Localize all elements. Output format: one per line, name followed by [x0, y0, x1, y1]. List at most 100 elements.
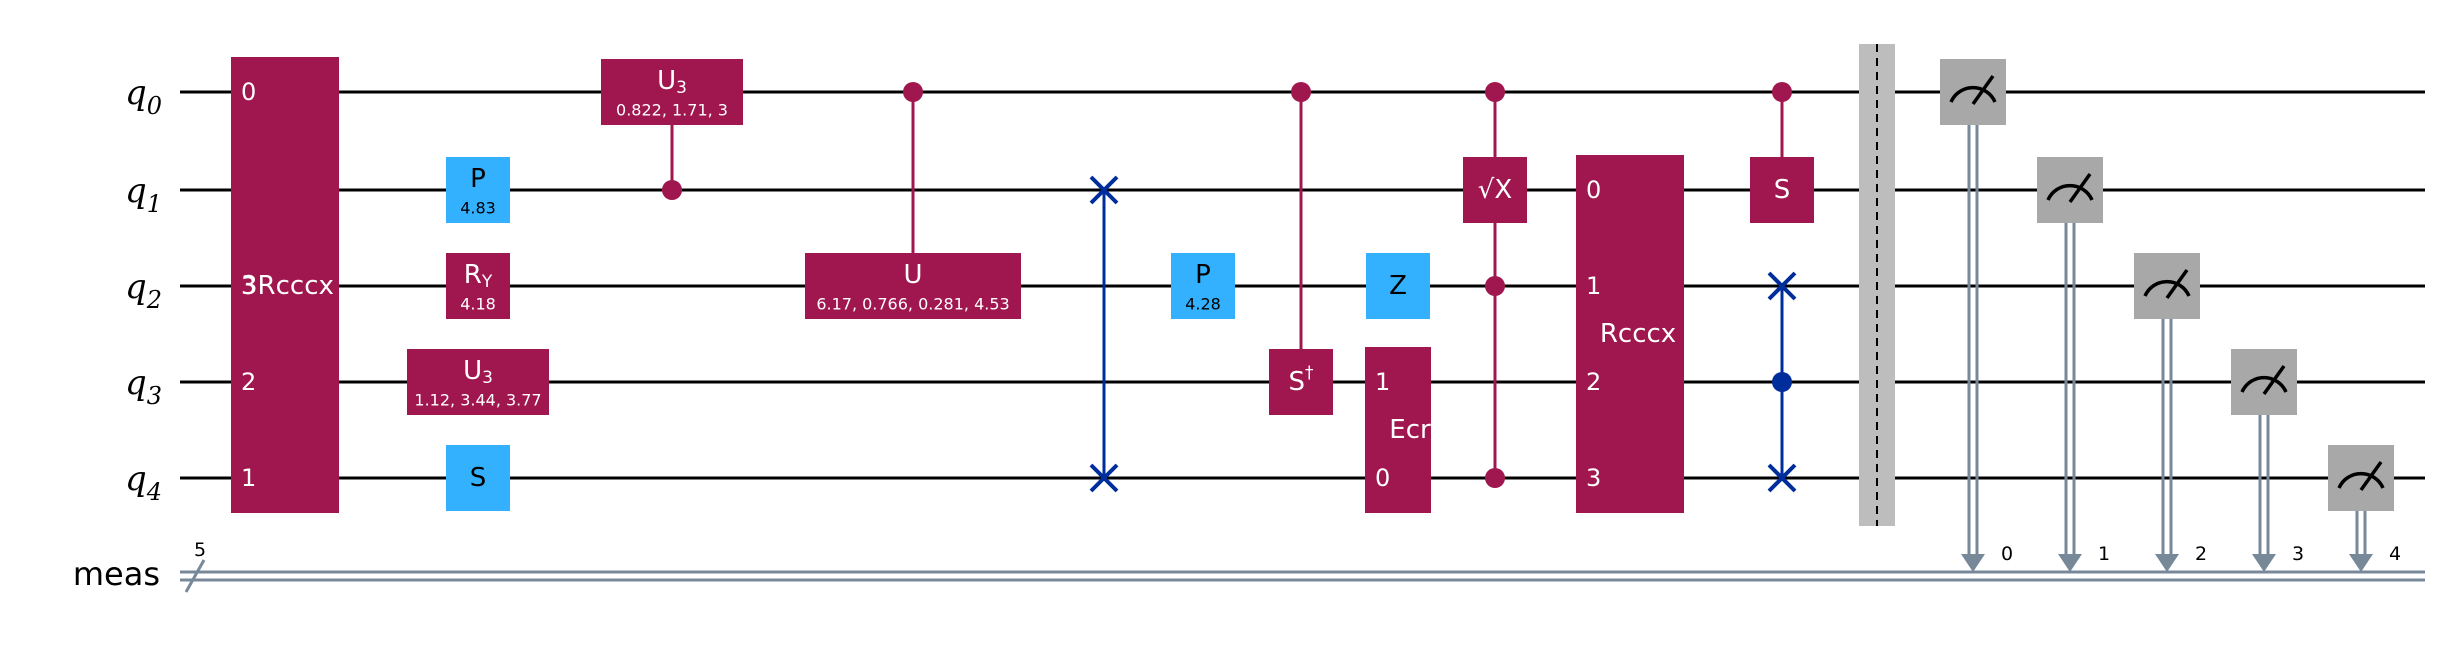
gate-z-q2 — [1366, 253, 1430, 319]
gate-name: P — [470, 164, 486, 194]
gate-rcccx-1-port-3: 1 — [241, 464, 256, 492]
measure-q1-meter-needle-icon — [2068, 172, 2092, 204]
measure-q3-bit-label: 3 — [2292, 543, 2304, 565]
gate-ry-q2-label: RY — [464, 260, 493, 292]
gate-name: P — [1195, 260, 1211, 290]
gate-rcccx-1-port-2: 2 — [241, 368, 256, 396]
gate-rcccx-2-port-1: 1 — [1586, 272, 1601, 300]
gate-s-q4 — [446, 445, 510, 511]
gate-name: U — [903, 260, 922, 290]
gate-u3-q3-params: 1.12, 3.44, 3.77 — [414, 391, 541, 410]
gate-rcccx-2-port-3: 3 — [1586, 464, 1601, 492]
qubit-index: 1 — [147, 190, 162, 218]
gate-rcccx-2 — [1576, 155, 1684, 513]
measure-q1-box — [2037, 157, 2103, 223]
gate-cu3-q0-control-dot — [662, 180, 682, 200]
gate-name: S — [1774, 175, 1791, 205]
gate-cu3-q0 — [601, 59, 743, 125]
measure-q4-meter-needle-icon — [2359, 460, 2383, 492]
gate-name: S — [1288, 367, 1305, 397]
connectors-layer — [662, 82, 2373, 572]
gate-csdg-q3-control-dot — [1291, 82, 1311, 102]
gate-cs-q1 — [1750, 157, 1814, 223]
gate-s-q4-label: S — [470, 463, 487, 493]
swap-cswap-cross-0 — [1767, 271, 1797, 301]
gate-cu-q2-params: 6.17, 0.766, 0.281, 4.53 — [816, 295, 1009, 314]
measure-q2-box — [2134, 253, 2200, 319]
qubit-index: 3 — [147, 382, 162, 410]
gate-rcccx-1-port-0: 0 — [241, 78, 256, 106]
gate-u3-q3 — [407, 349, 549, 415]
qubit-label-2: q2 — [125, 267, 162, 314]
qubit-index: 2 — [146, 286, 162, 314]
gate-rcccx-1-label: 3Rcccx — [241, 271, 334, 301]
gate-sx-q1-control-dot-0 — [1485, 82, 1505, 102]
qubit-label-4: q4 — [125, 459, 162, 506]
measure-q2-arrow — [2155, 554, 2179, 572]
measure-q2-meter-arc-icon — [2143, 279, 2191, 297]
gate-name: U — [463, 356, 482, 386]
qubit-index: 0 — [147, 92, 162, 120]
gate-cs-q1-control-dot — [1772, 82, 1792, 102]
gate-name: U — [657, 66, 676, 96]
gate-name: Z — [1389, 271, 1407, 301]
qubit-name: q — [125, 459, 147, 499]
gate-cu3-q0-label: U3 — [657, 66, 687, 98]
measure-q0-bit-label: 0 — [2001, 543, 2013, 565]
gate-cu-q2 — [805, 253, 1021, 319]
gate-ecr-label: Ecr — [1389, 415, 1431, 445]
gate-name: S — [470, 463, 487, 493]
measure-q1-bit-label: 1 — [2098, 543, 2110, 565]
measure-q1-meter-arc-icon — [2046, 183, 2094, 201]
measure-q0-arrow — [1961, 554, 1985, 572]
gate-subscript: 3 — [676, 78, 687, 98]
gate-p-q1 — [446, 157, 510, 223]
gate-rcccx-2-port-2: 2 — [1586, 368, 1601, 396]
gate-name: √X — [1478, 175, 1512, 205]
gate-p-q1-label: P — [470, 164, 486, 194]
classical-register-label: meas — [73, 555, 160, 593]
swap-cswap-control-dot — [1772, 372, 1792, 392]
gate-subscript: Y — [481, 272, 493, 292]
measure-q4-box — [2328, 445, 2394, 511]
gate-rcccx-2-label: Rcccx — [1600, 319, 1676, 349]
gate-rcccx-1 — [231, 57, 339, 513]
measure-q4-bit-label: 4 — [2389, 543, 2401, 565]
gate-ry-q2 — [446, 253, 510, 319]
qubit-name: q — [125, 171, 147, 211]
gate-superscript: † — [1305, 363, 1314, 383]
measure-q4-meter-arc-icon — [2337, 471, 2385, 489]
gate-p-q1-params: 4.83 — [460, 199, 496, 218]
qubit-label-0: q0 — [125, 73, 162, 120]
gate-sx-q1 — [1463, 157, 1527, 223]
gate-cu-q2-label: U — [903, 260, 922, 290]
gate-p-q2-params: 4.28 — [1185, 295, 1221, 314]
classical-bundle-size: 5 — [194, 539, 206, 561]
gate-u3-q3-label: U3 — [463, 356, 493, 388]
measure-q3-box — [2231, 349, 2297, 415]
classical-bundle-slash — [184, 559, 206, 593]
qubit-name: q — [125, 363, 147, 403]
gate-subscript: 3 — [482, 368, 493, 388]
gate-ecr — [1365, 347, 1431, 513]
measure-q1-arrow — [2058, 554, 2082, 572]
qubit-label-3: q3 — [125, 363, 162, 410]
gate-ecr-port-1: 0 — [1375, 464, 1390, 492]
swap-cswap-cross-1 — [1767, 463, 1797, 493]
gate-z-q2-label: Z — [1389, 271, 1407, 301]
gate-port-prefix: 3 — [241, 271, 258, 301]
gate-name: R — [464, 260, 482, 290]
gate-p-q2-label: P — [1195, 260, 1211, 290]
measure-q2-meter-needle-icon — [2165, 268, 2189, 300]
measure-q3-arrow — [2252, 554, 2276, 572]
gate-rcccx-2-port-0: 0 — [1586, 176, 1601, 204]
gate-csdg-q3-label: S† — [1288, 363, 1314, 397]
gate-sx-q1-control-dot-2 — [1485, 468, 1505, 488]
gate-sx-q1-label: √X — [1478, 175, 1512, 205]
gate-ecr-port-0: 1 — [1375, 368, 1390, 396]
qubit-name: q — [125, 267, 147, 307]
measure-q3-meter-arc-icon — [2240, 375, 2288, 393]
qubit-index: 4 — [146, 478, 162, 506]
